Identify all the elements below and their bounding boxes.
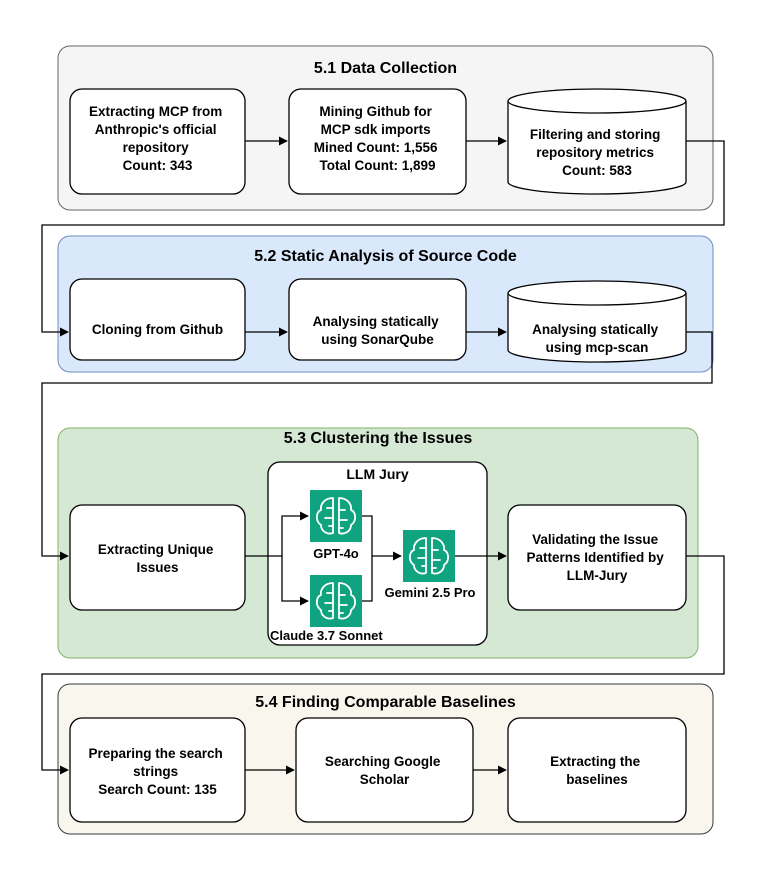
- llm-jury-title: LLM Jury: [346, 466, 408, 482]
- svg-text:Cloning from Github: Cloning from Github: [92, 322, 223, 337]
- section-clustering: 5.3 Clustering the Issues Extracting Uni…: [57, 427, 699, 659]
- svg-text:Searching Google Scho: Searching Google Scholar: [325, 754, 444, 787]
- connectors: [41, 136, 725, 775]
- arrow-connector: [41, 331, 713, 561]
- arrow-connector: [362, 556, 373, 602]
- llm-jury-box: LLM Jury GPT-4o Claude 3: [267, 461, 488, 646]
- box-cloning-github: Cloning from Github: [69, 278, 246, 361]
- box-extracting-baselines: Extracting the baselines: [507, 717, 687, 823]
- svg-text:Extracting Unique Issu: Extracting Unique Issues: [98, 542, 217, 575]
- section-title: 5.4 Finding Comparable Baselines: [255, 694, 516, 711]
- model-label-claude: Claude 3.7 Sonnet: [270, 628, 383, 643]
- svg-text:Analysing statically u: Analysing statically using SonarQube: [313, 314, 443, 347]
- arrow-connector: [41, 140, 725, 337]
- model-label-gemini: Gemini 2.5 Pro: [384, 585, 475, 600]
- cylinder-filtering-storing: Filtering and storing repository metrics…: [507, 88, 687, 195]
- box-mining-github: Mining Github for MCP sdk imports Mined …: [288, 88, 467, 195]
- cylinder-mcp-scan: Analysing statically using mcp-scan: [507, 280, 687, 363]
- svg-text:Mining Github for MCP: Mining Github for MCP sdk imports Mined …: [314, 104, 442, 173]
- section-data-collection: 5.1 Data Collection Extracting MCP from …: [57, 45, 714, 211]
- section-title: 5.1 Data Collection: [314, 60, 457, 77]
- box-extracting-unique-issues: Extracting Unique Issues: [69, 504, 246, 611]
- arrow-connector: [362, 515, 402, 561]
- svg-text:Filtering and storing: Filtering and storing repository metrics…: [530, 127, 664, 178]
- arrow-connector: [245, 511, 309, 557]
- section-static-analysis: 5.2 Static Analysis of Source Code Cloni…: [57, 235, 714, 373]
- openai-brain-icon: [310, 575, 362, 627]
- section-baselines: 5.4 Finding Comparable Baselines Prepari…: [57, 683, 714, 835]
- section-title: 5.3 Clustering the Issues: [284, 430, 473, 447]
- arrow-connector: [41, 555, 725, 775]
- box-extracting-mcp: Extracting MCP from Anthropic's official…: [69, 88, 246, 195]
- box-searching-scholar: Searching Google Scholar: [295, 717, 474, 823]
- box-validating-patterns: Validating the Issue Patterns Identified…: [507, 504, 687, 611]
- model-label-gpt4o: GPT-4o: [313, 546, 359, 561]
- section-title: 5.2 Static Analysis of Source Code: [254, 248, 517, 265]
- openai-brain-icon: [403, 530, 455, 582]
- openai-brain-icon: [310, 490, 362, 542]
- arrow-connector: [281, 556, 309, 606]
- svg-text:Analysing statically u: Analysing statically using mcp-scan: [532, 322, 662, 355]
- svg-text:Preparing the search s: Preparing the search strings Search Coun…: [88, 746, 226, 797]
- svg-text:Validating the Issue P: Validating the Issue Patterns Identified…: [526, 532, 667, 583]
- box-preparing-search-strings: Preparing the search strings Search Coun…: [69, 717, 246, 823]
- svg-text:Extracting MCP from An: Extracting MCP from Anthropic's official…: [89, 104, 226, 173]
- svg-text:Extracting the baselin: Extracting the baselines: [550, 754, 644, 787]
- box-sonarqube: Analysing statically using SonarQube: [288, 278, 467, 361]
